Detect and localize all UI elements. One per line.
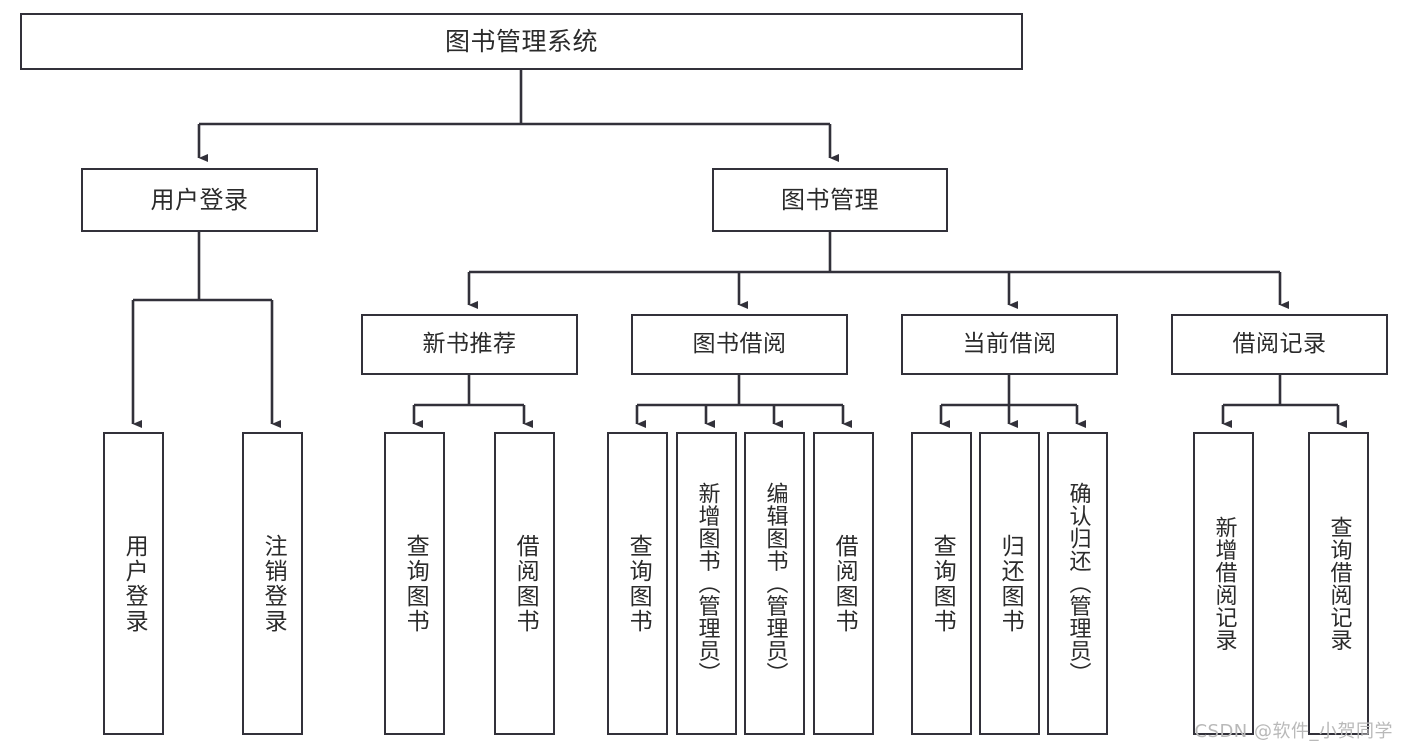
node-user-login[interactable]: 用户登录 xyxy=(81,168,318,232)
node-user-login-label: 用户登录 xyxy=(150,185,249,214)
node-leaf-query-book-1-label: 查询图书 xyxy=(402,533,429,634)
node-current-borrow[interactable]: 当前借阅 xyxy=(901,314,1118,375)
node-leaf-borrow-book-1-label: 借阅图书 xyxy=(512,533,539,634)
node-leaf-query-book-2[interactable]: 查询图书 xyxy=(607,432,668,735)
node-book-management-label: 图书管理 xyxy=(781,185,879,214)
node-leaf-query-book-3-label: 查询图书 xyxy=(929,533,956,634)
node-leaf-user-login-label: 用户登录 xyxy=(121,533,148,634)
node-borrow-record[interactable]: 借阅记录 xyxy=(1171,314,1388,375)
node-leaf-borrow-book-2-label: 借阅图书 xyxy=(831,533,858,634)
csdn-watermark: CSDN @软件_小贺同学 xyxy=(1194,721,1393,742)
node-current-borrow-label: 当前借阅 xyxy=(962,330,1057,357)
node-leaf-borrow-book-1[interactable]: 借阅图书 xyxy=(494,432,555,735)
node-leaf-borrow-book-2[interactable]: 借阅图书 xyxy=(813,432,874,735)
node-leaf-confirm-return[interactable]: 确认归还（管理员） xyxy=(1047,432,1108,735)
node-new-book-recommend-label: 新书推荐 xyxy=(422,330,517,357)
node-leaf-confirm-return-label: 确认归还（管理员） xyxy=(1065,482,1091,685)
node-leaf-query-book-2-label: 查询图书 xyxy=(625,533,652,634)
node-book-management[interactable]: 图书管理 xyxy=(712,168,948,232)
node-leaf-edit-book[interactable]: 编辑图书（管理员） xyxy=(744,432,805,735)
node-leaf-query-borrow-record-label: 查询借阅记录 xyxy=(1326,516,1352,651)
node-leaf-edit-book-label: 编辑图书（管理员） xyxy=(762,482,788,685)
node-leaf-user-logout-label: 注销登录 xyxy=(260,533,287,634)
node-leaf-add-borrow-record[interactable]: 新增借阅记录 xyxy=(1193,432,1254,735)
node-root-label: 图书管理系统 xyxy=(444,26,598,56)
node-leaf-return-book[interactable]: 归还图书 xyxy=(979,432,1040,735)
node-leaf-add-book-label: 新增图书（管理员） xyxy=(694,482,720,685)
node-leaf-user-login[interactable]: 用户登录 xyxy=(103,432,164,735)
node-borrow-record-label: 借阅记录 xyxy=(1232,330,1327,357)
node-leaf-query-book-3[interactable]: 查询图书 xyxy=(911,432,972,735)
node-new-book-recommend[interactable]: 新书推荐 xyxy=(361,314,578,375)
node-root-book-management-system[interactable]: 图书管理系统 xyxy=(20,13,1023,70)
node-leaf-query-book-1[interactable]: 查询图书 xyxy=(384,432,445,735)
node-leaf-user-logout[interactable]: 注销登录 xyxy=(242,432,303,735)
node-leaf-return-book-label: 归还图书 xyxy=(997,533,1024,634)
node-leaf-add-borrow-record-label: 新增借阅记录 xyxy=(1211,516,1237,651)
node-book-borrow[interactable]: 图书借阅 xyxy=(631,314,848,375)
node-book-borrow-label: 图书借阅 xyxy=(692,330,787,357)
node-leaf-query-borrow-record[interactable]: 查询借阅记录 xyxy=(1308,432,1369,735)
node-leaf-add-book[interactable]: 新增图书（管理员） xyxy=(676,432,737,735)
